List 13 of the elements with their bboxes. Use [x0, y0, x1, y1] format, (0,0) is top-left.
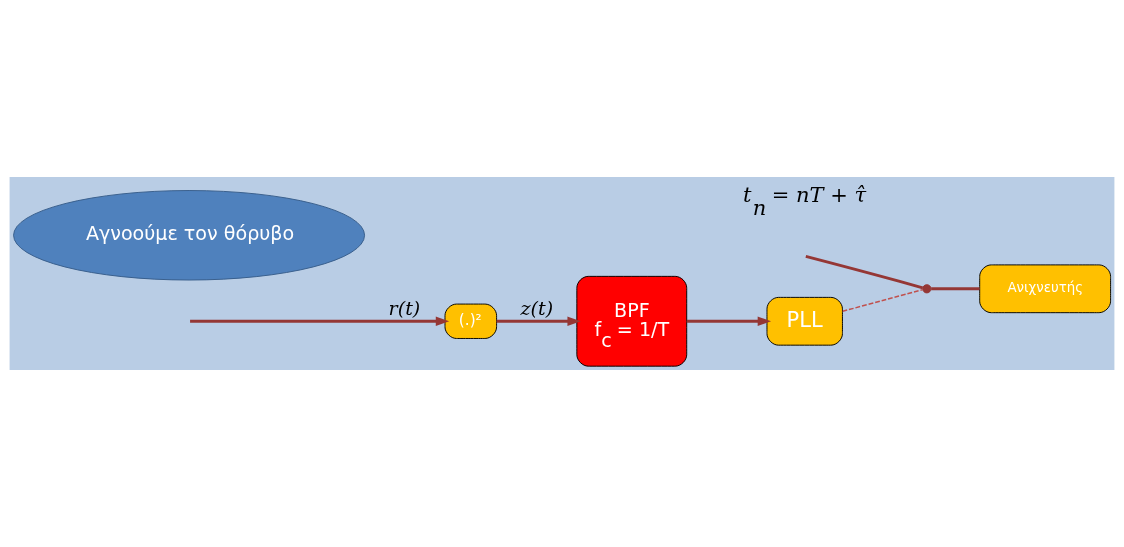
connector: [842, 288, 924, 312]
arrow: [190, 316, 450, 326]
node-box: (.)²: [444, 303, 498, 339]
node-switch: [922, 284, 932, 294]
node-box: Ανιχνευτής: [979, 264, 1112, 314]
connector: [805, 254, 924, 290]
connector: [931, 287, 980, 291]
arrow: [686, 316, 772, 326]
node-ellipse: Αγνοούμε τον θόρυβο: [13, 190, 366, 281]
edge-label: r(t): [388, 296, 421, 320]
arrow: [496, 316, 581, 326]
node-box: PLL: [766, 296, 843, 346]
edge-label: z(t): [520, 296, 554, 320]
